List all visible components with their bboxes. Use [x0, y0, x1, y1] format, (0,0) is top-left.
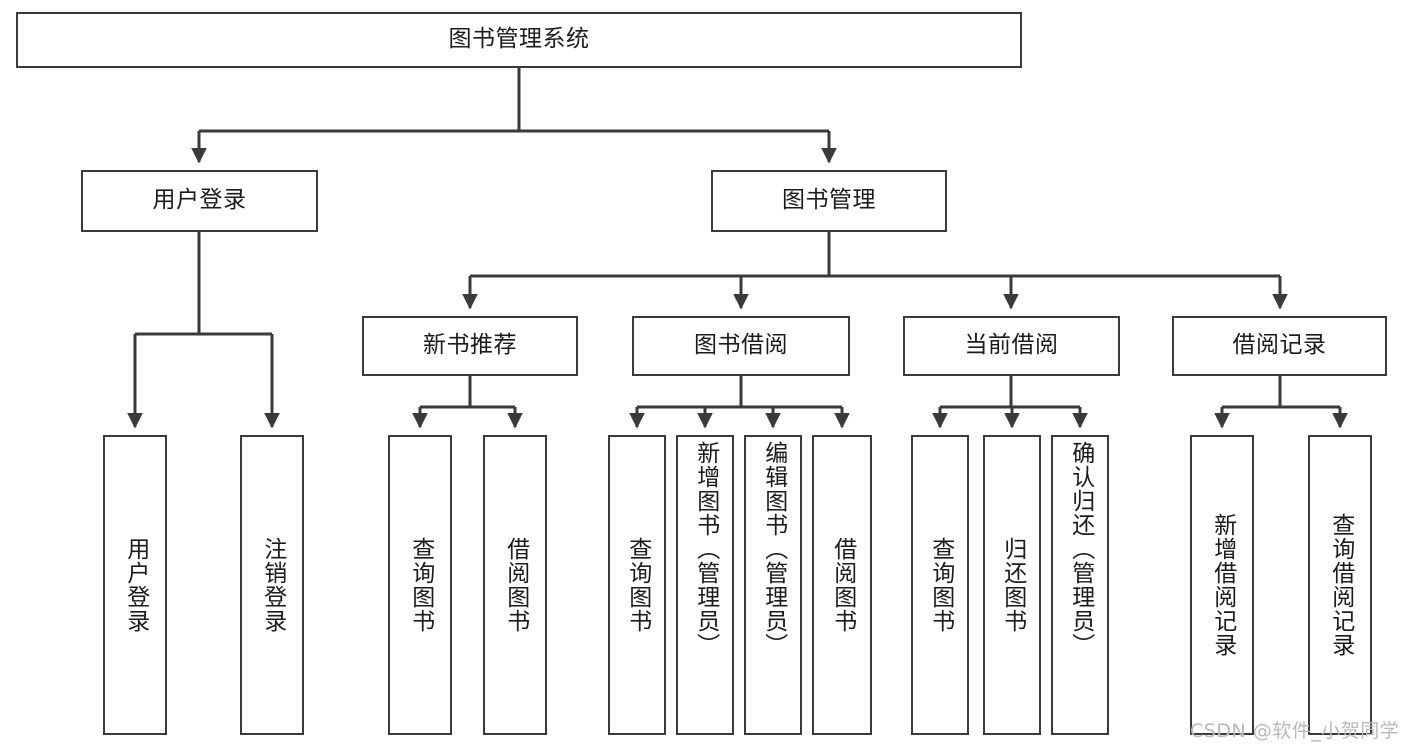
node-leaf-add-borrow-record[interactable]: 新增借阅记录 — [1190, 435, 1254, 735]
node-leaf-logout-login[interactable]: 注销登录 — [240, 435, 304, 735]
node-leaf-borrow-book-1[interactable]: 借阅图书 — [483, 435, 547, 735]
node-user-login[interactable]: 用户登录 — [81, 170, 318, 232]
node-current-borrow[interactable]: 当前借阅 — [903, 316, 1120, 376]
node-leaf-query-book-3[interactable]: 查询图书 — [911, 435, 969, 735]
node-leaf-query-borrow-record-label: 查询借阅记录 — [1327, 513, 1354, 657]
node-leaf-confirm-return-admin-label: 确认归还（管理员） — [1067, 441, 1094, 657]
node-leaf-user-login-label: 用户登录 — [122, 537, 149, 633]
node-new-book-recommend[interactable]: 新书推荐 — [362, 316, 578, 376]
node-leaf-query-book-3-label: 查询图书 — [927, 537, 954, 633]
node-leaf-borrow-book-2[interactable]: 借阅图书 — [812, 435, 872, 735]
node-book-borrow-label: 图书借阅 — [694, 332, 788, 359]
node-leaf-return-book-label: 归还图书 — [999, 537, 1026, 633]
node-book-manage-label: 图书管理 — [782, 187, 876, 214]
node-leaf-add-borrow-record-label: 新增借阅记录 — [1209, 513, 1236, 657]
node-leaf-logout-login-label: 注销登录 — [259, 537, 286, 633]
watermark-text: CSDN @软件_小贺同学 — [1190, 720, 1400, 742]
node-leaf-query-book-2-label: 查询图书 — [624, 537, 651, 633]
node-leaf-confirm-return-admin[interactable]: 确认归还（管理员） — [1051, 435, 1109, 735]
node-leaf-edit-book-admin[interactable]: 编辑图书（管理员） — [744, 435, 802, 735]
node-leaf-query-book-1-label: 查询图书 — [407, 537, 434, 633]
node-user-login-label: 用户登录 — [152, 187, 247, 214]
node-root-label: 图书管理系统 — [448, 26, 590, 53]
node-leaf-return-book[interactable]: 归还图书 — [983, 435, 1041, 735]
node-leaf-query-borrow-record[interactable]: 查询借阅记录 — [1308, 435, 1372, 735]
node-leaf-borrow-book-2-label: 借阅图书 — [829, 537, 856, 633]
node-book-borrow[interactable]: 图书借阅 — [632, 316, 850, 376]
node-leaf-add-book-admin[interactable]: 新增图书（管理员） — [676, 435, 734, 735]
node-leaf-add-book-admin-label: 新增图书（管理员） — [692, 441, 719, 657]
node-leaf-borrow-book-1-label: 借阅图书 — [502, 537, 529, 633]
node-current-borrow-label: 当前借阅 — [964, 332, 1059, 359]
node-leaf-user-login[interactable]: 用户登录 — [103, 435, 167, 735]
node-leaf-query-book-1[interactable]: 查询图书 — [388, 435, 452, 735]
node-new-book-recommend-label: 新书推荐 — [423, 332, 517, 359]
node-book-manage[interactable]: 图书管理 — [711, 170, 947, 232]
node-leaf-edit-book-admin-label: 编辑图书（管理员） — [760, 441, 787, 657]
node-borrow-record-label: 借阅记录 — [1232, 332, 1327, 359]
node-root[interactable]: 图书管理系统 — [16, 12, 1022, 68]
node-leaf-query-book-2[interactable]: 查询图书 — [608, 435, 666, 735]
node-borrow-record[interactable]: 借阅记录 — [1172, 316, 1387, 376]
